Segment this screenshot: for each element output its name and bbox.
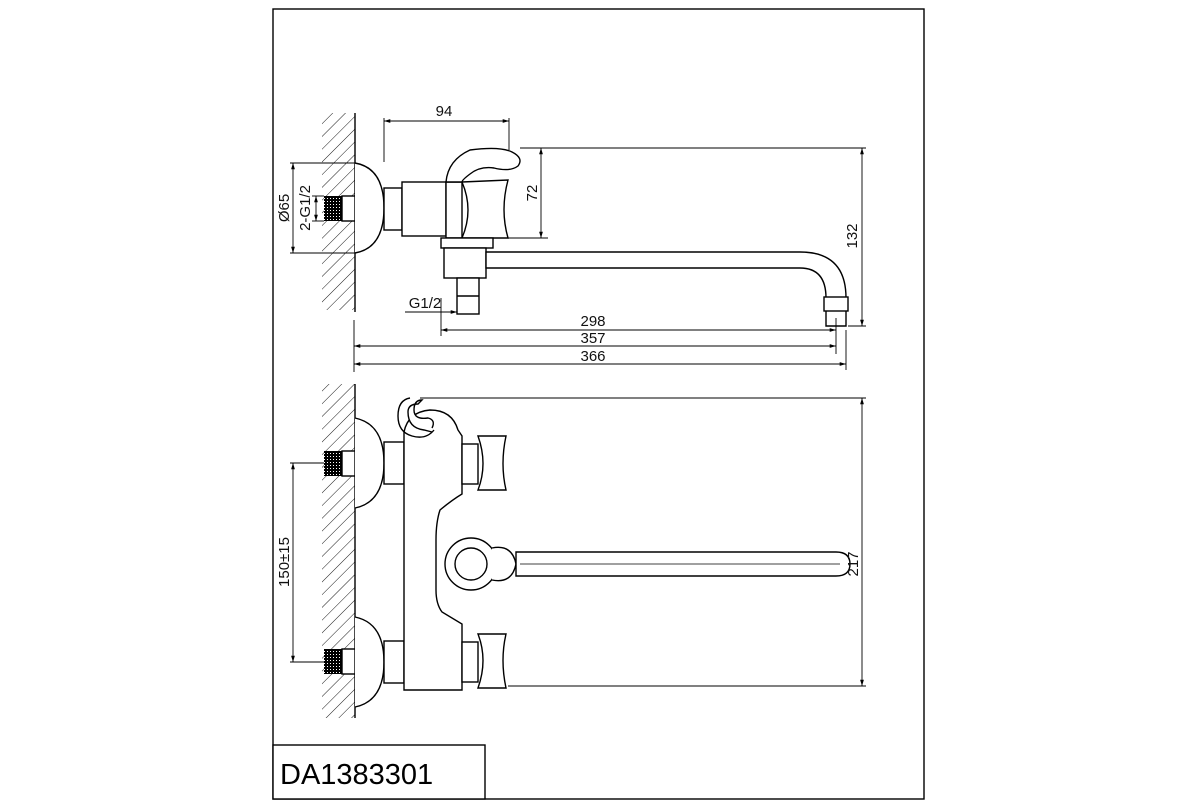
dim-65-label: Ø65	[276, 194, 293, 222]
spout-tip	[823, 296, 849, 312]
dim-inlet-thread-label: 2-G1/2	[297, 185, 314, 231]
dim-366-label: 366	[580, 348, 605, 365]
dim-94-label: 94	[436, 103, 453, 120]
handle-side	[460, 179, 509, 239]
spout-side	[485, 251, 847, 327]
inlet-fitting-bottom	[324, 649, 342, 674]
front-view	[290, 384, 866, 718]
inlet-fitting-side	[324, 196, 342, 221]
drawing-frame	[272, 8, 925, 800]
shower-hook	[407, 399, 435, 433]
side-view	[290, 113, 866, 372]
dim-132-label: 132	[844, 223, 861, 248]
mixer-body-front	[403, 409, 463, 691]
model-code: DA1383301	[280, 759, 433, 791]
wall-flange-top	[354, 417, 385, 509]
dim-72-label: 72	[524, 185, 541, 202]
lever-side	[445, 147, 521, 183]
dim-150-label: 150±15	[276, 537, 293, 587]
dim-217-label: 217	[845, 551, 862, 576]
handle-bottom-front	[476, 633, 507, 689]
dim-298-label: 298	[580, 313, 605, 330]
wall-flange-bottom	[354, 616, 385, 708]
handle-top-front	[476, 435, 507, 491]
inlet-fitting-top	[324, 451, 342, 476]
wall-flange-side	[354, 162, 385, 254]
model-code-box	[272, 744, 486, 800]
dim-outlet-thread-label: G1/2	[409, 295, 442, 312]
dim-357-label: 357	[580, 330, 605, 347]
